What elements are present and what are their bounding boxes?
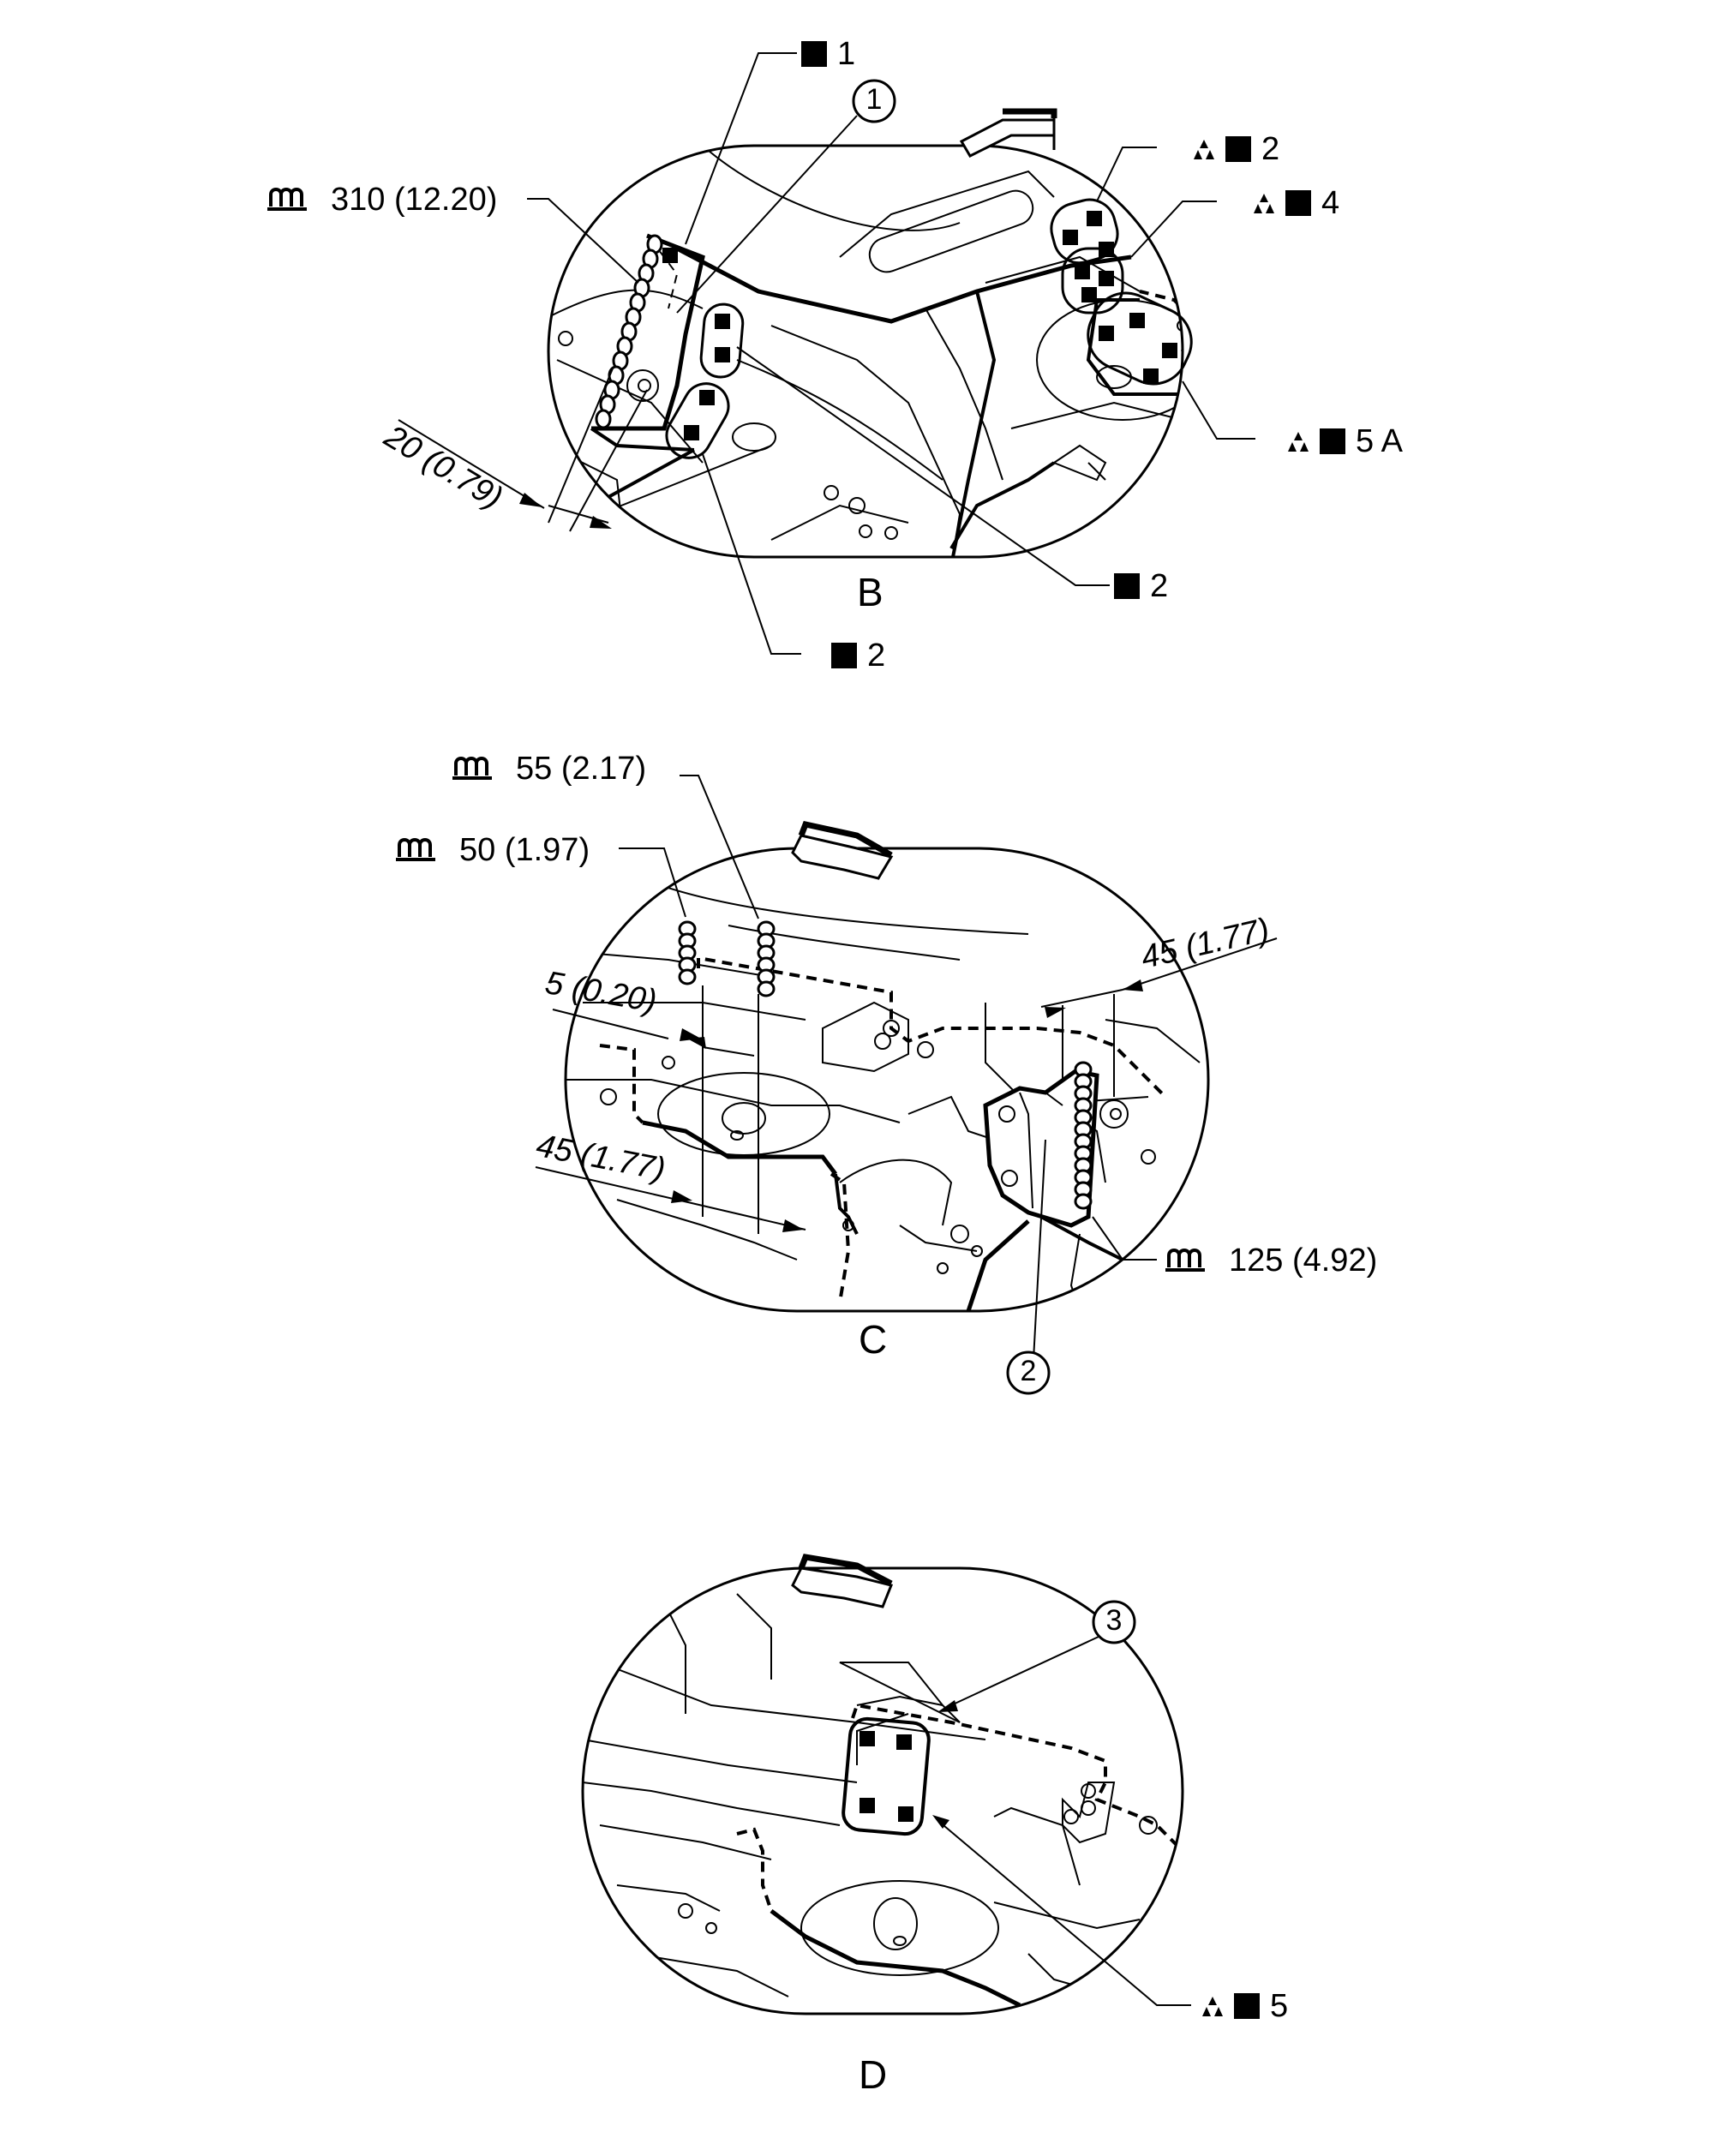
callout-value: 2 <box>1261 131 1280 167</box>
dimension-value: 55 (2.17) <box>516 751 647 787</box>
callout-spot-2-low: 2 <box>831 639 885 672</box>
seam-weld-icon <box>452 757 492 780</box>
callout-spot-1: 1 <box>801 38 855 70</box>
leader-lines-b <box>398 52 1255 655</box>
spot-weld-square-icon <box>831 643 857 668</box>
mig-triangles-icon <box>1202 1997 1223 2016</box>
spot-weld-group-d <box>860 1731 913 1822</box>
part-number-3: 3 <box>1105 1604 1123 1637</box>
view-label-c: C <box>859 1317 888 1362</box>
seam-weld-icon <box>396 838 435 861</box>
seam-length-55: 55 (2.17) <box>452 752 646 785</box>
mig-triangles-icon <box>1194 140 1214 159</box>
forward-arrow-icon <box>959 108 1057 158</box>
callout-spot-4: 4 <box>1251 187 1339 219</box>
callout-value: 4 <box>1321 185 1340 221</box>
callout-value: 2 <box>1150 568 1169 604</box>
callout-spot-5: 5 <box>1200 1990 1288 2022</box>
part-number-2: 2 <box>1020 1355 1037 1387</box>
seam-weld-b <box>595 234 663 429</box>
mig-triangles-icon <box>1254 194 1274 213</box>
leader-lines-c <box>535 775 1278 1376</box>
spot-weld-square-icon <box>1114 573 1140 599</box>
spot-weld-square-icon <box>1225 136 1251 162</box>
spot-weld-square-icon <box>1285 190 1311 216</box>
seam-length-125: 125 (4.92) <box>1165 1244 1377 1277</box>
callout-value: 2 <box>867 638 886 674</box>
callout-value: 1 <box>837 36 856 72</box>
callout-value: 5 <box>1270 1988 1289 2024</box>
forward-arrow-icon <box>791 820 894 880</box>
seam-weld-icon <box>267 188 307 211</box>
seam-length-50: 50 (1.97) <box>396 834 590 866</box>
spot-weld-square-icon <box>1320 428 1345 454</box>
part-number-1: 1 <box>866 83 883 116</box>
callout-value: 5 A <box>1356 423 1403 459</box>
view-c-diagram <box>535 775 1278 1395</box>
view-label-d: D <box>859 2052 888 2097</box>
view-b-diagram <box>398 52 1255 655</box>
forward-arrow-icon <box>791 1554 894 1608</box>
callout-spot-2-top: 2 <box>1191 133 1279 165</box>
view-label-b: B <box>857 570 883 614</box>
seam-weld-c <box>678 920 1093 1210</box>
leader-lines-d <box>937 1636 1191 2006</box>
callout-spot-2-mid: 2 <box>1114 570 1168 602</box>
dimension-value: 125 (4.92) <box>1229 1243 1378 1279</box>
dimension-value: 50 (1.97) <box>459 832 590 868</box>
spot-weld-square-icon <box>801 41 827 67</box>
seam-weld-icon <box>1165 1249 1205 1272</box>
seam-length-310: 310 (12.20) <box>267 183 497 216</box>
spot-weld-square-icon <box>1234 1993 1260 2019</box>
mig-triangles-icon <box>1288 432 1309 452</box>
dimension-value: 310 (12.20) <box>331 182 498 218</box>
callout-spot-5a: 5 A <box>1285 425 1403 458</box>
